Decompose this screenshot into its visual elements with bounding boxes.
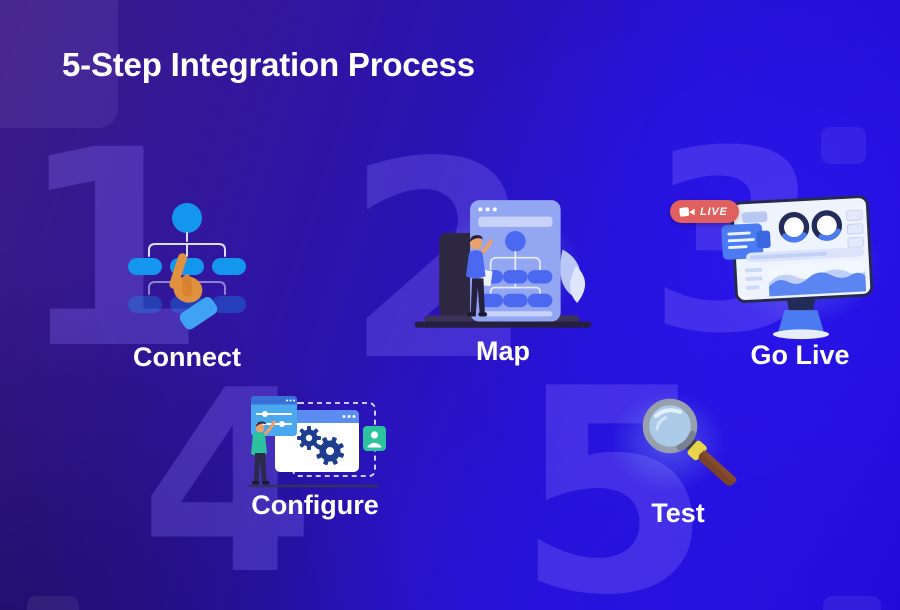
- video-camera-icon: [679, 206, 695, 217]
- step-map: Map: [410, 196, 596, 367]
- org-chart-click-icon: [128, 203, 246, 330]
- standing-person: [251, 420, 276, 485]
- gear-large: [315, 436, 345, 466]
- dashboard-monitor-icon: [721, 195, 874, 340]
- person-mapping-flowchart-icon: [414, 200, 592, 328]
- step-golive: LIVE: [670, 192, 900, 371]
- decoration-rect-bottom-right: [823, 596, 881, 610]
- step-connect: Connect: [102, 196, 272, 373]
- step-number-5: 5: [516, 352, 712, 610]
- step-test: Test: [608, 382, 748, 529]
- step-label-configure: Configure: [251, 490, 379, 520]
- pointing-hand: [169, 253, 218, 330]
- step-number-1: 1: [18, 93, 208, 409]
- gears-settings-window-icon: [247, 396, 386, 488]
- step-label-golive: Go Live: [750, 340, 850, 370]
- gear-small: [297, 426, 321, 450]
- step-label-test: Test: [651, 498, 705, 528]
- step-label-map: Map: [476, 336, 530, 366]
- live-badge: LIVE: [670, 200, 739, 223]
- standing-person: [465, 235, 493, 317]
- corner-decoration-top-left: [0, 0, 118, 128]
- page-title: 5-Step Integration Process: [62, 46, 475, 83]
- step-configure: Configure: [235, 390, 395, 521]
- decoration-rect-top-right: [821, 127, 866, 164]
- step-label-connect: Connect: [133, 342, 241, 372]
- decoration-rect-bottom-left: [27, 596, 79, 610]
- user-badge: [363, 426, 386, 451]
- magnifying-glass-icon: [642, 398, 737, 486]
- live-badge-label: LIVE: [700, 205, 728, 218]
